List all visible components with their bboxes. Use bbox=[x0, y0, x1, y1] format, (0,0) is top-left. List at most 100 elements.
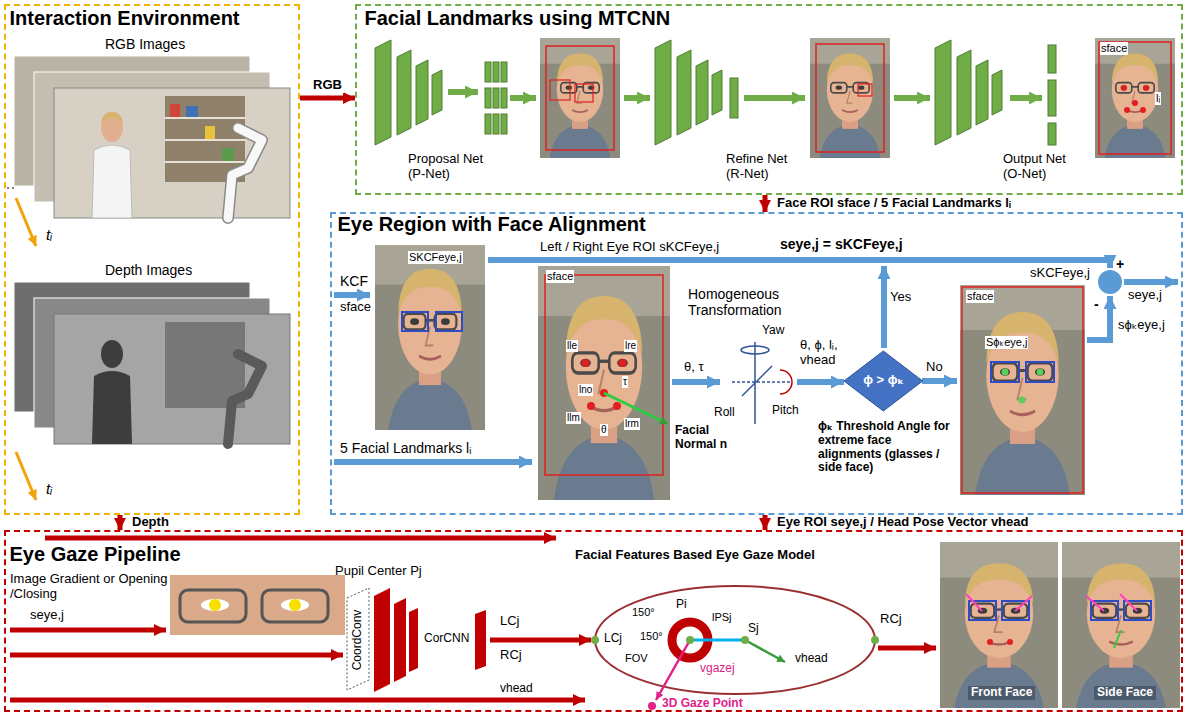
eye-gaze-model bbox=[648, 702, 656, 710]
rgb-image-stack bbox=[186, 106, 198, 117]
text-label: θ bbox=[600, 424, 608, 436]
face-photo bbox=[991, 362, 1019, 382]
text-label: Front Face bbox=[968, 686, 1035, 700]
data-flow-arrow bbox=[334, 292, 370, 298]
cnn-layer bbox=[655, 40, 671, 145]
flow-arrow bbox=[763, 515, 768, 530]
eye-crop-photo bbox=[180, 590, 246, 622]
text-label: 150° bbox=[640, 630, 663, 643]
text-label: Pupil Center Pj bbox=[335, 564, 422, 579]
text-label: Depth Images bbox=[105, 262, 192, 278]
face-photo bbox=[1019, 397, 1026, 404]
panel-title: Interaction Environment bbox=[10, 7, 240, 30]
cnn-layer bbox=[976, 60, 988, 125]
face-photo bbox=[1124, 107, 1130, 113]
rgb-image-stack bbox=[165, 161, 245, 163]
data-flow-arrow bbox=[881, 266, 887, 348]
cnn-layer bbox=[1048, 123, 1056, 145]
eye-gaze-model bbox=[591, 636, 599, 644]
text-label: τ bbox=[622, 376, 628, 388]
rgb-image-stack bbox=[228, 128, 262, 218]
rgb-image-stack bbox=[165, 139, 245, 141]
face-photo bbox=[546, 46, 614, 150]
face-photo bbox=[619, 359, 627, 367]
decision-text: ϕ > ϕₖ bbox=[863, 373, 904, 388]
data-flow-arrow bbox=[797, 379, 844, 385]
text-label: RGB Images bbox=[105, 36, 185, 52]
cnn-layer bbox=[730, 78, 738, 118]
cnn-flow-arrow bbox=[1010, 95, 1042, 101]
face-photo bbox=[613, 402, 621, 410]
cnn-layer bbox=[696, 60, 708, 125]
rgb-image-stack bbox=[228, 128, 262, 218]
face-photo bbox=[940, 542, 1058, 708]
cnn-layer bbox=[475, 610, 486, 670]
eye-gaze-model bbox=[741, 636, 749, 644]
face-photo bbox=[540, 38, 620, 158]
face-photo bbox=[810, 38, 890, 158]
face-photo bbox=[587, 402, 595, 410]
head-pose-axes bbox=[732, 381, 790, 383]
text-label: Refine Net (R-Net) bbox=[726, 152, 804, 182]
decision-diamond: ϕ > ϕₖ bbox=[843, 350, 924, 412]
cnn-layer bbox=[416, 60, 428, 125]
cnn-layer bbox=[1048, 45, 1056, 73]
cnn-layer bbox=[992, 70, 1002, 115]
text-label: Sϕₖeye,j bbox=[985, 336, 1028, 349]
time-arrow bbox=[16, 452, 36, 500]
face-photo bbox=[1120, 594, 1137, 611]
text-label: lno bbox=[578, 384, 593, 396]
eye-gaze-model bbox=[745, 640, 785, 662]
data-flow-arrow bbox=[45, 536, 556, 541]
eye-crop-photo bbox=[201, 599, 229, 611]
cnn-layer bbox=[347, 588, 486, 692]
cnn-layer bbox=[501, 88, 507, 108]
face-photo bbox=[1143, 85, 1149, 91]
face-photo bbox=[940, 542, 1180, 708]
face-photo bbox=[375, 245, 485, 430]
text-label: RCj bbox=[500, 648, 522, 663]
data-flow-arrow bbox=[1087, 296, 1110, 340]
cnn-layer bbox=[935, 40, 951, 145]
eye-crop-photo bbox=[209, 599, 221, 611]
cnn-flow-arrow bbox=[624, 95, 650, 101]
text-label: tᵢ bbox=[46, 226, 52, 243]
text-label: Facial Normal n bbox=[675, 424, 739, 452]
text-label: Facial Features Based Eye Gaze Model bbox=[575, 548, 815, 563]
face-photo bbox=[966, 594, 982, 611]
text-label: sKCFeye,j bbox=[1030, 266, 1090, 281]
data-flow-arrow bbox=[10, 653, 343, 658]
data-flow-arrow bbox=[1124, 279, 1178, 285]
cnn-flow-arrow bbox=[510, 95, 536, 101]
face-photo bbox=[538, 266, 670, 500]
text-label: sface bbox=[1100, 42, 1128, 55]
data-flow-arrow bbox=[488, 260, 1110, 268]
face-photo bbox=[1002, 369, 1009, 376]
arrow-label: Depth bbox=[130, 515, 171, 530]
cnn-layer bbox=[501, 114, 507, 134]
cnn-layer bbox=[347, 588, 369, 690]
cnn-layer bbox=[409, 608, 418, 672]
text-label: llm bbox=[566, 412, 581, 424]
face-photo bbox=[1095, 38, 1175, 158]
face-photo bbox=[816, 44, 884, 152]
text-label: sface bbox=[546, 270, 574, 283]
text-label: sface bbox=[966, 290, 994, 303]
eye-gaze-model bbox=[595, 586, 875, 694]
layer-name: CoordConv bbox=[351, 610, 365, 671]
face-photo bbox=[858, 84, 872, 96]
cnn-flow-arrow bbox=[894, 95, 930, 101]
flow-arrow bbox=[300, 96, 355, 101]
text-label: Pi bbox=[676, 598, 687, 612]
flow-arrow bbox=[763, 195, 768, 212]
cnn-layer bbox=[375, 40, 391, 145]
text-label: lrm bbox=[624, 418, 640, 430]
text-label: tᵢ bbox=[46, 480, 52, 497]
text-label: lᵢ bbox=[1155, 92, 1161, 105]
cnn-layer bbox=[493, 62, 499, 82]
arrow-label: Eye ROI seye,j / Head Pose Vector vhead bbox=[775, 515, 1030, 530]
text-label: Homogeneous Transformation bbox=[688, 286, 800, 318]
eye-gaze-model bbox=[690, 639, 745, 642]
cnn-layer bbox=[493, 114, 499, 134]
eye-gaze-model bbox=[871, 636, 879, 644]
